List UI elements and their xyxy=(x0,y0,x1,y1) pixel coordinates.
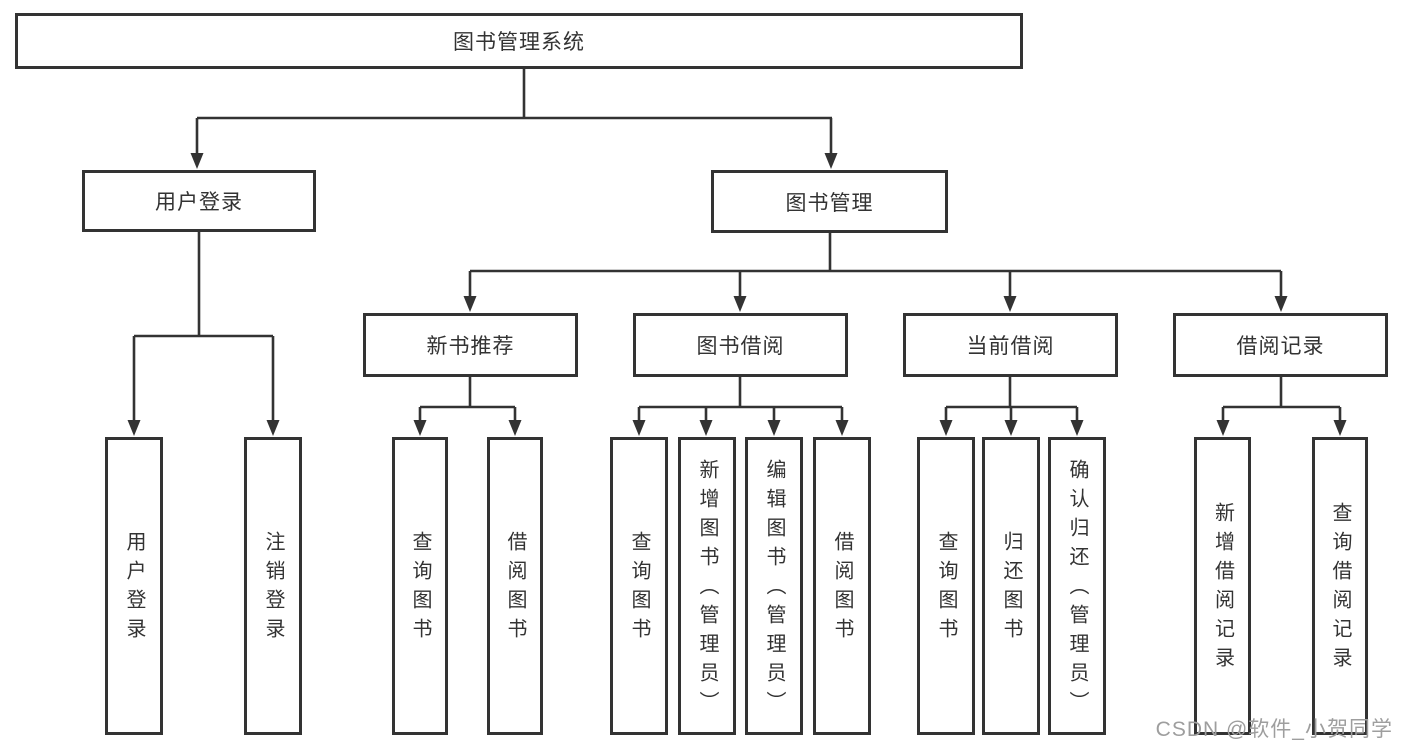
node-user-login: 用户登录 xyxy=(82,170,316,232)
node-root-system: 图书管理系统 xyxy=(15,13,1023,69)
leaf-query-books-current: 查询图书 xyxy=(917,437,975,735)
leaf-query-borrow-record: 查询借阅记录 xyxy=(1312,437,1368,735)
leaf-borrow-books-recommend: 借阅图书 xyxy=(487,437,543,735)
leaf-edit-books-admin: 编辑图书（管理员） xyxy=(745,437,803,735)
leaf-confirm-return-admin: 确认归还（管理员） xyxy=(1048,437,1106,735)
node-new-book-recommend: 新书推荐 xyxy=(363,313,578,377)
node-current-borrow: 当前借阅 xyxy=(903,313,1118,377)
node-borrow-records: 借阅记录 xyxy=(1173,313,1388,377)
csdn-watermark: CSDN @软件_小贺同学 xyxy=(1155,718,1393,741)
leaf-user-login: 用户登录 xyxy=(105,437,163,735)
node-book-management: 图书管理 xyxy=(711,170,948,233)
node-book-borrow: 图书借阅 xyxy=(633,313,848,377)
leaf-query-books-borrow: 查询图书 xyxy=(610,437,668,735)
leaf-query-books-recommend: 查询图书 xyxy=(392,437,448,735)
leaf-add-books-admin: 新增图书（管理员） xyxy=(678,437,736,735)
leaf-return-books: 归还图书 xyxy=(982,437,1040,735)
leaf-logout-login: 注销登录 xyxy=(244,437,302,735)
leaf-add-borrow-record: 新增借阅记录 xyxy=(1194,437,1251,735)
leaf-borrow-books: 借阅图书 xyxy=(813,437,871,735)
